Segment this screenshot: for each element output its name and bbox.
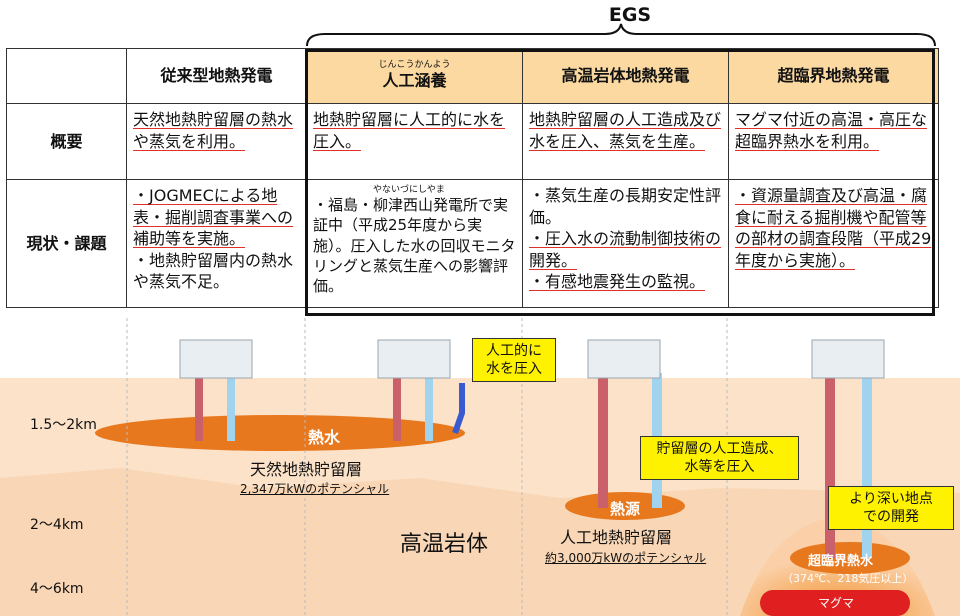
status-conventional: ・JOGMECによる地表・掘削調査事業への補助等を実施。 ・地熱貯留層内の熱水や… [126,179,307,308]
geothermal-diagram [0,318,960,616]
status-conventional-1: ・JOGMECによる地表・掘削調査事業への補助等を実施。 [133,186,294,249]
supercritical-water-label: 超臨界熱水 [808,554,874,569]
natural-potential-label: 2,347万kWのポテンシャル [240,482,390,496]
header-artificial-label: 人工涵養 [382,71,447,91]
status-artificial: やないづにしやま ・福島・柳津西山発電所で実証中（平成25年度から実施）。圧入し… [306,179,523,308]
status-hot-rock: ・蒸気生産の長期安定性評価。 ・圧入水の流動制御技術の開発。 ・有感地震発生の監… [522,179,729,308]
natural-reservoir-shape [95,415,465,451]
artificial-reservoir-label: 人工地熱貯留層 [560,528,673,547]
row-label-status: 現状・課題 [6,179,127,308]
status-artificial-1: ・福島・柳津西山発電所で実証中（平成25年度から実施）。圧入した水の回収モニタリ… [313,196,516,295]
supercritical-cond-label: （374℃、218気圧以上） [782,572,914,585]
header-artificial: じんこうかんよう 人工涵養 [306,48,523,104]
power-plant-1 [179,339,253,379]
callout-reservoir: 貯留層の人工造成、 水等を圧入 [640,436,799,481]
overview-artificial: 地熱貯留層に人工的に水を圧入。 [306,103,523,180]
status-supercritical-1: ・資源量調査及び高温・腐食に耐える掘削機や配管等の部材の調査段階（平成29年度か… [735,186,932,270]
callout-inject: 人工的に 水を圧入 [472,338,556,383]
hot-water-label: 熱水 [308,428,341,447]
status-hot-rock-3: ・有感地震発生の監視。 [529,272,706,292]
egs-label: EGS [608,4,652,26]
magma-body [760,590,910,616]
overview-hot-rock: 地熱貯留層の人工造成及び水を圧入、蒸気を生産。 [522,103,729,180]
header-conventional: 従来型地熱発電 [126,48,307,104]
power-plant-3 [587,339,661,379]
production-well-3 [598,373,608,508]
header-supercritical: 超臨界地熱発電 [728,48,939,104]
header-corner [6,48,127,104]
egs-bracket [306,23,936,47]
row-label-overview: 概要 [6,103,127,180]
production-well-2 [393,373,401,441]
deep-rock-layer [0,468,960,616]
overview-conventional: 天然地熱貯留層の熱水や蒸気を利用。 [126,103,307,180]
injection-well-2 [425,373,433,441]
power-plant-4 [811,339,885,379]
status-hot-rock-1: ・蒸気生産の長期安定性評価。 [529,186,722,227]
injection-pipe-2 [452,383,465,434]
production-well-1 [195,373,203,441]
depth-label-1: 1.5～2km [30,417,97,433]
status-artificial-ruby: やないづにしやま [373,185,445,195]
depth-label-2: 2～4km [30,517,84,533]
hot-rock-body-label: 高温岩体 [400,532,489,557]
status-hot-rock-2: ・圧入水の流動制御技術の開発。 [529,229,722,270]
magma-label: マグマ [818,596,855,610]
power-plant-2 [377,339,451,379]
production-well-4 [825,373,835,558]
comparison-table: 従来型地熱発電 じんこうかんよう 人工涵養 高温岩体地熱発電 超臨界地熱発電 概… [6,48,939,308]
overview-supercritical: マグマ付近の高温・高圧な超臨界熱水を利用。 [728,103,939,180]
callout-deeper: より深い地点 での開発 [828,486,954,531]
injection-well-4 [862,373,872,558]
artificial-potential-label: 約3,000万kWのポテンシャル [545,551,707,565]
heat-source-label: 熱源 [610,500,641,518]
injection-well-1 [227,373,235,441]
header-artificial-ruby: じんこうかんよう [378,60,451,71]
depth-label-3: 4～6km [30,581,84,597]
status-supercritical: ・資源量調査及び高温・腐食に耐える掘削機や配管等の部材の調査段階（平成29年度か… [728,179,939,308]
natural-reservoir-label: 天然地熱貯留層 [250,460,363,479]
supercritical-reservoir-shape [790,542,910,574]
status-conventional-2: ・地熱貯留層内の熱水や蒸気不足。 [133,250,294,292]
header-hot-rock: 高温岩体地熱発電 [522,48,729,104]
